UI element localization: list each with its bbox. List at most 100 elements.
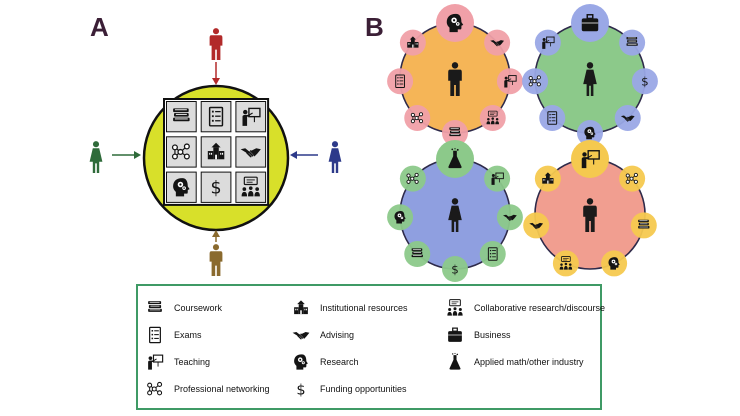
legend-label: Applied math/other industry: [474, 357, 584, 367]
legend-item: Institutional resources: [290, 298, 408, 318]
legend-icon: [290, 352, 312, 372]
briefcase-icon: [448, 327, 462, 342]
dollar-icon: $: [211, 179, 222, 199]
legend-label: Business: [474, 330, 511, 340]
legend-item: Business: [444, 325, 511, 345]
network-icon: [147, 381, 163, 396]
network-icon: [410, 112, 424, 124]
head-gears-icon: [294, 354, 308, 370]
legend-label: Advising: [320, 330, 355, 340]
discussion-icon: [486, 110, 499, 125]
flask-icon: [448, 148, 462, 169]
mentor-cluster: [523, 140, 657, 277]
grid-cell: [200, 171, 232, 203]
teacher-board-icon: [148, 354, 164, 370]
books-icon: [411, 248, 423, 258]
books-icon: [148, 301, 162, 312]
teacher-board-icon: [542, 36, 555, 49]
head-gears-icon: [584, 126, 596, 140]
resource-node: [631, 68, 658, 95]
legend-item: Applied math/other industry: [444, 352, 584, 372]
handshake-icon: [490, 40, 505, 47]
books-icon: [626, 37, 638, 46]
legend-icon: [444, 298, 466, 318]
panel-b-label: B: [365, 12, 384, 42]
legend-label: Coursework: [174, 303, 223, 313]
books-icon: [638, 219, 650, 229]
svg-text:$: $: [296, 382, 305, 398]
legend-item: Professional networking: [144, 379, 270, 399]
legend: Coursework Exams Teaching Professional n…: [136, 284, 605, 410]
person-female-icon: [448, 198, 462, 232]
mentor-cluster: $: [522, 4, 658, 146]
dollar-icon: $: [296, 382, 305, 398]
books-icon: [449, 127, 461, 137]
handshake-icon: [240, 148, 261, 158]
panel-a-label: A: [90, 12, 109, 42]
dollar-icon: $: [641, 75, 649, 89]
legend-label: Collaborative research/discourse: [474, 303, 606, 313]
checklist-icon: [395, 74, 405, 88]
svg-text:$: $: [641, 75, 649, 89]
institution-icon: [207, 142, 225, 160]
person-male-icon: [448, 62, 462, 96]
legend-label: Funding opportunities: [320, 384, 407, 394]
legend-item: Coursework: [144, 298, 222, 318]
institution-icon: [407, 36, 419, 48]
handshake-icon: [620, 115, 635, 122]
mentor-cluster: $: [387, 140, 523, 282]
legend-label: Professional networking: [174, 384, 270, 394]
institution-icon: [542, 172, 554, 184]
legend-icon: [290, 298, 312, 318]
checklist-icon: [149, 326, 161, 344]
discussion-icon: [447, 299, 463, 316]
checklist-icon: [487, 247, 498, 261]
network-icon: [171, 143, 190, 160]
resource-node: [442, 256, 468, 282]
legend-item: Teaching: [144, 352, 210, 372]
svg-text:$: $: [451, 262, 459, 276]
network-icon: [528, 75, 541, 87]
legend-item: Research: [290, 352, 359, 372]
legend-item: $ Funding opportunities: [290, 379, 407, 399]
legend-item: Advising: [290, 325, 354, 345]
person-female-icon: [89, 141, 103, 173]
handshake-icon: [503, 214, 517, 221]
dollar-icon: $: [451, 262, 459, 276]
checklist-icon: [208, 106, 224, 127]
legend-icon: [290, 325, 312, 345]
legend-label: Institutional resources: [320, 303, 408, 313]
person-male-icon: [583, 198, 597, 232]
legend-icon: [144, 379, 166, 399]
legend-label: Teaching: [174, 357, 211, 367]
handshake-icon: [529, 222, 544, 230]
person-male-icon: [209, 28, 223, 60]
mentor-cluster: [387, 4, 523, 146]
network-icon: [406, 172, 419, 184]
teacher-board-icon: [504, 75, 517, 88]
legend-label: Exams: [174, 330, 202, 340]
legend-icon: $: [290, 379, 312, 399]
head-gears-icon: [608, 257, 620, 270]
briefcase-icon: [581, 14, 599, 32]
legend-icon: [144, 298, 166, 318]
legend-label: Research: [320, 357, 359, 367]
legend-item: Collaborative research/discourse: [444, 298, 605, 318]
person-female-icon: [328, 141, 342, 173]
legend-item: Exams: [144, 325, 202, 345]
svg-text:$: $: [211, 179, 222, 199]
legend-icon: [144, 352, 166, 372]
books-icon: [173, 108, 190, 122]
network-icon: [625, 172, 638, 184]
head-gears-icon: [446, 13, 464, 33]
teacher-board-icon: [581, 150, 600, 169]
discussion-icon: [559, 256, 573, 270]
discussion-icon: [241, 176, 260, 197]
institution-icon: [294, 300, 308, 315]
head-gears-icon: [394, 210, 406, 224]
flask-icon: [449, 352, 461, 370]
teacher-board-icon: [242, 107, 261, 126]
legend-icon: [444, 325, 466, 345]
checklist-icon: [547, 111, 558, 125]
person-male-icon: [209, 244, 223, 276]
